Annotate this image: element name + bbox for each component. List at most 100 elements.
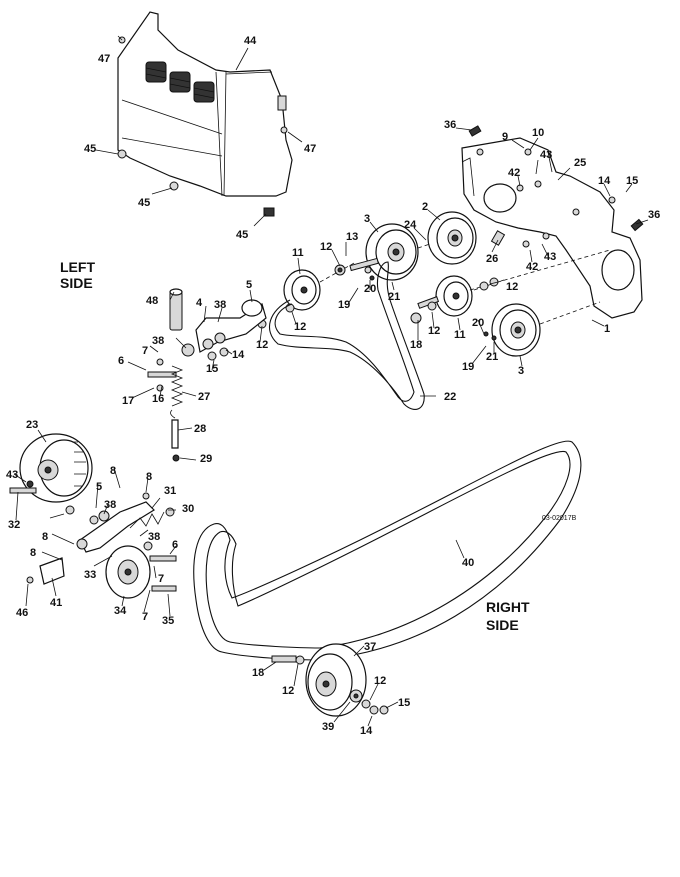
callout-33: 33	[84, 569, 96, 581]
callout-38: 38	[152, 335, 164, 347]
lower-idler-assembly	[26, 492, 177, 599]
callout-21: 21	[486, 351, 498, 363]
callout-29: 29	[200, 453, 212, 465]
pulley-3-lower	[491, 303, 541, 357]
callout-5: 5	[96, 481, 102, 493]
callout-43: 43	[6, 469, 18, 481]
callout-48: 48	[146, 295, 158, 307]
callout-19: 19	[338, 299, 350, 311]
callout-14: 14	[360, 725, 373, 737]
callout-4: 4	[196, 297, 203, 309]
pulley-11-lower	[435, 275, 473, 317]
callout-23: 23	[26, 419, 38, 431]
callout-43: 43	[544, 251, 556, 263]
callout-38: 38	[104, 499, 116, 511]
callout-39: 39	[322, 721, 334, 733]
callout-13: 13	[346, 231, 358, 243]
callout-12: 12	[428, 325, 440, 337]
callout-36: 36	[444, 119, 456, 131]
callout-8: 8	[110, 465, 116, 477]
leader-lines	[13, 35, 649, 727]
right-side-label: SIDE	[486, 617, 519, 633]
callout-25: 25	[574, 157, 586, 169]
callout-16: 16	[152, 393, 164, 405]
pulley-3-upper	[365, 223, 419, 281]
callout-14: 14	[598, 175, 611, 187]
mount-plate-25	[461, 125, 644, 319]
callout-12: 12	[282, 685, 294, 697]
callout-42: 42	[526, 261, 538, 273]
callout-12: 12	[506, 281, 518, 293]
callout-46: 46	[16, 607, 28, 619]
callout-35: 35	[162, 615, 174, 627]
callout-30: 30	[182, 503, 194, 515]
callout-44: 44	[244, 35, 257, 47]
callout-38: 38	[214, 299, 226, 311]
callout-12: 12	[374, 675, 386, 687]
callout-7: 7	[142, 345, 148, 357]
callout-21: 21	[388, 291, 400, 303]
callout-12: 12	[320, 241, 332, 253]
callout-12: 12	[294, 321, 306, 333]
callout-11: 11	[292, 247, 304, 259]
right-side-label: RIGHT	[486, 599, 530, 615]
callout-10: 10	[532, 127, 544, 139]
callout-34: 34	[114, 605, 127, 617]
callout-45: 45	[84, 143, 96, 155]
pulley-2	[427, 211, 477, 265]
callout-27: 27	[198, 391, 210, 403]
callout-5: 5	[246, 279, 252, 291]
callout-17: 17	[122, 395, 134, 407]
callout-38: 38	[148, 531, 160, 543]
callout-18: 18	[410, 339, 422, 351]
belt-40	[193, 440, 582, 661]
callout-22: 22	[444, 391, 456, 403]
callout-41: 41	[50, 597, 62, 609]
left-side-label: SIDE	[60, 275, 93, 291]
callout-43: 43	[540, 149, 552, 161]
callout-7: 7	[158, 573, 164, 585]
left-side-label: LEFT	[60, 259, 95, 275]
pulley-hardware	[257, 257, 499, 341]
callout-8: 8	[42, 531, 48, 543]
callout-14: 14	[232, 349, 245, 361]
callout-24: 24	[404, 219, 417, 231]
figure-code: 03-02017B	[542, 515, 577, 522]
belt-cover-44	[117, 11, 293, 217]
callout-45: 45	[138, 197, 150, 209]
callout-12: 12	[256, 339, 268, 351]
callout-15: 15	[206, 363, 218, 375]
callout-3: 3	[518, 365, 524, 377]
callout-18: 18	[252, 667, 264, 679]
callout-15: 15	[626, 175, 638, 187]
callout-19: 19	[462, 361, 474, 373]
callout-7: 7	[142, 611, 148, 623]
callout-36: 36	[648, 209, 660, 221]
callout-20: 20	[364, 283, 376, 295]
callout-1: 1	[604, 323, 610, 335]
callout-2: 2	[422, 201, 428, 213]
idler-arm-assembly	[147, 288, 267, 462]
callout-numbers: 47 44 47 45 45 45 36 9 10 43 42 25 14 15…	[6, 35, 660, 737]
pulley-11-upper	[283, 269, 321, 311]
callout-8: 8	[30, 547, 36, 559]
callout-47: 47	[304, 143, 316, 155]
callout-37: 37	[364, 641, 376, 653]
belt-22	[269, 261, 425, 410]
callout-8: 8	[146, 471, 152, 483]
callout-26: 26	[486, 253, 498, 265]
callout-45: 45	[236, 229, 248, 241]
callout-32: 32	[8, 519, 20, 531]
callout-42: 42	[508, 167, 520, 179]
callout-40: 40	[462, 557, 474, 569]
callout-9: 9	[502, 131, 508, 143]
callout-3: 3	[364, 213, 370, 225]
pulley-37	[271, 643, 389, 717]
callout-20: 20	[472, 317, 484, 329]
clutch-23	[9, 433, 93, 503]
callout-28: 28	[194, 423, 206, 435]
callout-47: 47	[98, 53, 110, 65]
callout-6: 6	[172, 539, 178, 551]
callout-15: 15	[398, 697, 410, 709]
